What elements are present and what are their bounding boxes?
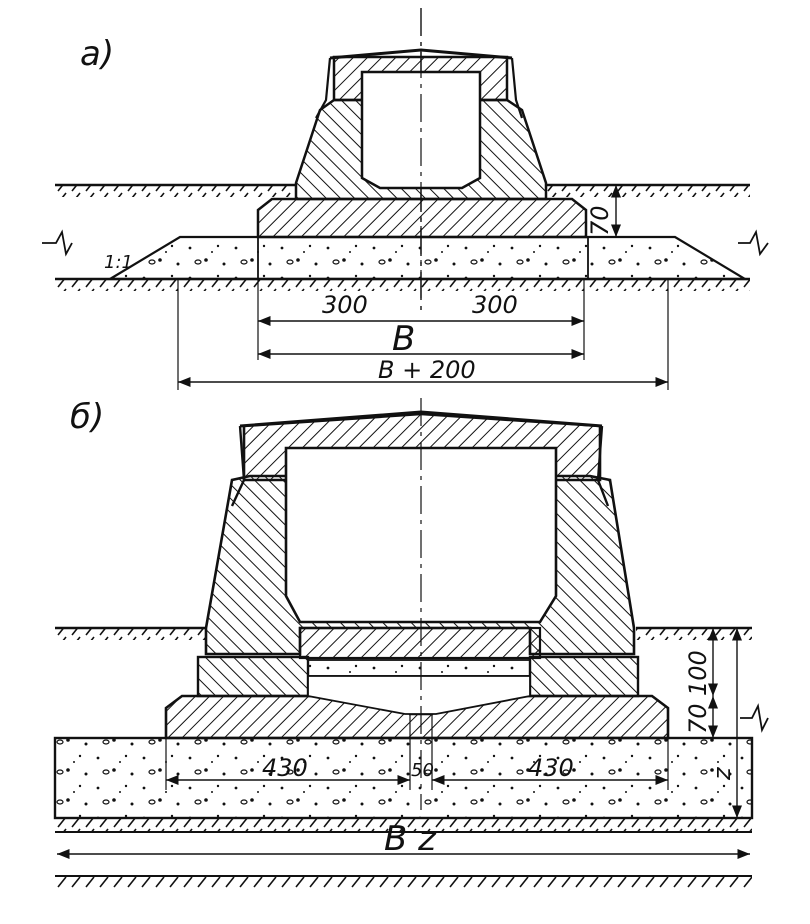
soil-strip-right-a	[545, 185, 750, 197]
pipe-floor-b	[298, 626, 542, 660]
soil-strip-top-right-b	[636, 628, 752, 640]
sand-bed-b	[53, 736, 754, 820]
break-mark-right-b	[740, 703, 769, 733]
figure-b-label: б)	[70, 397, 104, 437]
foundation-slab-a	[256, 197, 588, 239]
height-z-label-b: z	[708, 766, 736, 781]
slope-label-a: 1:1	[104, 252, 133, 273]
centre-bedding-b	[307, 659, 531, 677]
dim-300-left-a: 300	[322, 291, 368, 319]
width-B-label-a: B	[392, 319, 415, 359]
dim-300-right-a: 300	[472, 291, 518, 319]
dim-430-right-b: 430	[528, 754, 574, 782]
figure-a-label: а)	[80, 34, 114, 74]
break-mark-left-a	[42, 229, 73, 257]
dim-430-left-b: 430	[262, 754, 308, 782]
soil-strip-top-b	[55, 628, 205, 640]
soil-strip-bottom-a	[55, 279, 750, 291]
support-block-left-b	[196, 655, 310, 698]
width-total-label-a: B + 200	[378, 356, 476, 384]
width-Bz-label-b: B z	[384, 819, 437, 859]
figure-b: б) 100 70	[53, 397, 769, 888]
support-block-right-b	[528, 655, 640, 698]
dim-50-center-b: 50	[411, 760, 434, 781]
sand-bedding-a	[106, 235, 749, 281]
height-70-label-b: 70	[684, 703, 712, 734]
height-100-label-b: 100	[684, 650, 712, 696]
soil-strip-bottom-b	[55, 818, 752, 832]
soil-strip-left-a	[55, 185, 295, 197]
centre-bedding-lower-b	[307, 675, 531, 715]
break-mark-right-a	[738, 229, 769, 257]
soil-strip-bottom2-b	[55, 876, 752, 888]
height-70-label-a: 70	[586, 205, 614, 236]
figure-a: 70 300 300 B B + 200 а) 1:1	[42, 8, 769, 390]
